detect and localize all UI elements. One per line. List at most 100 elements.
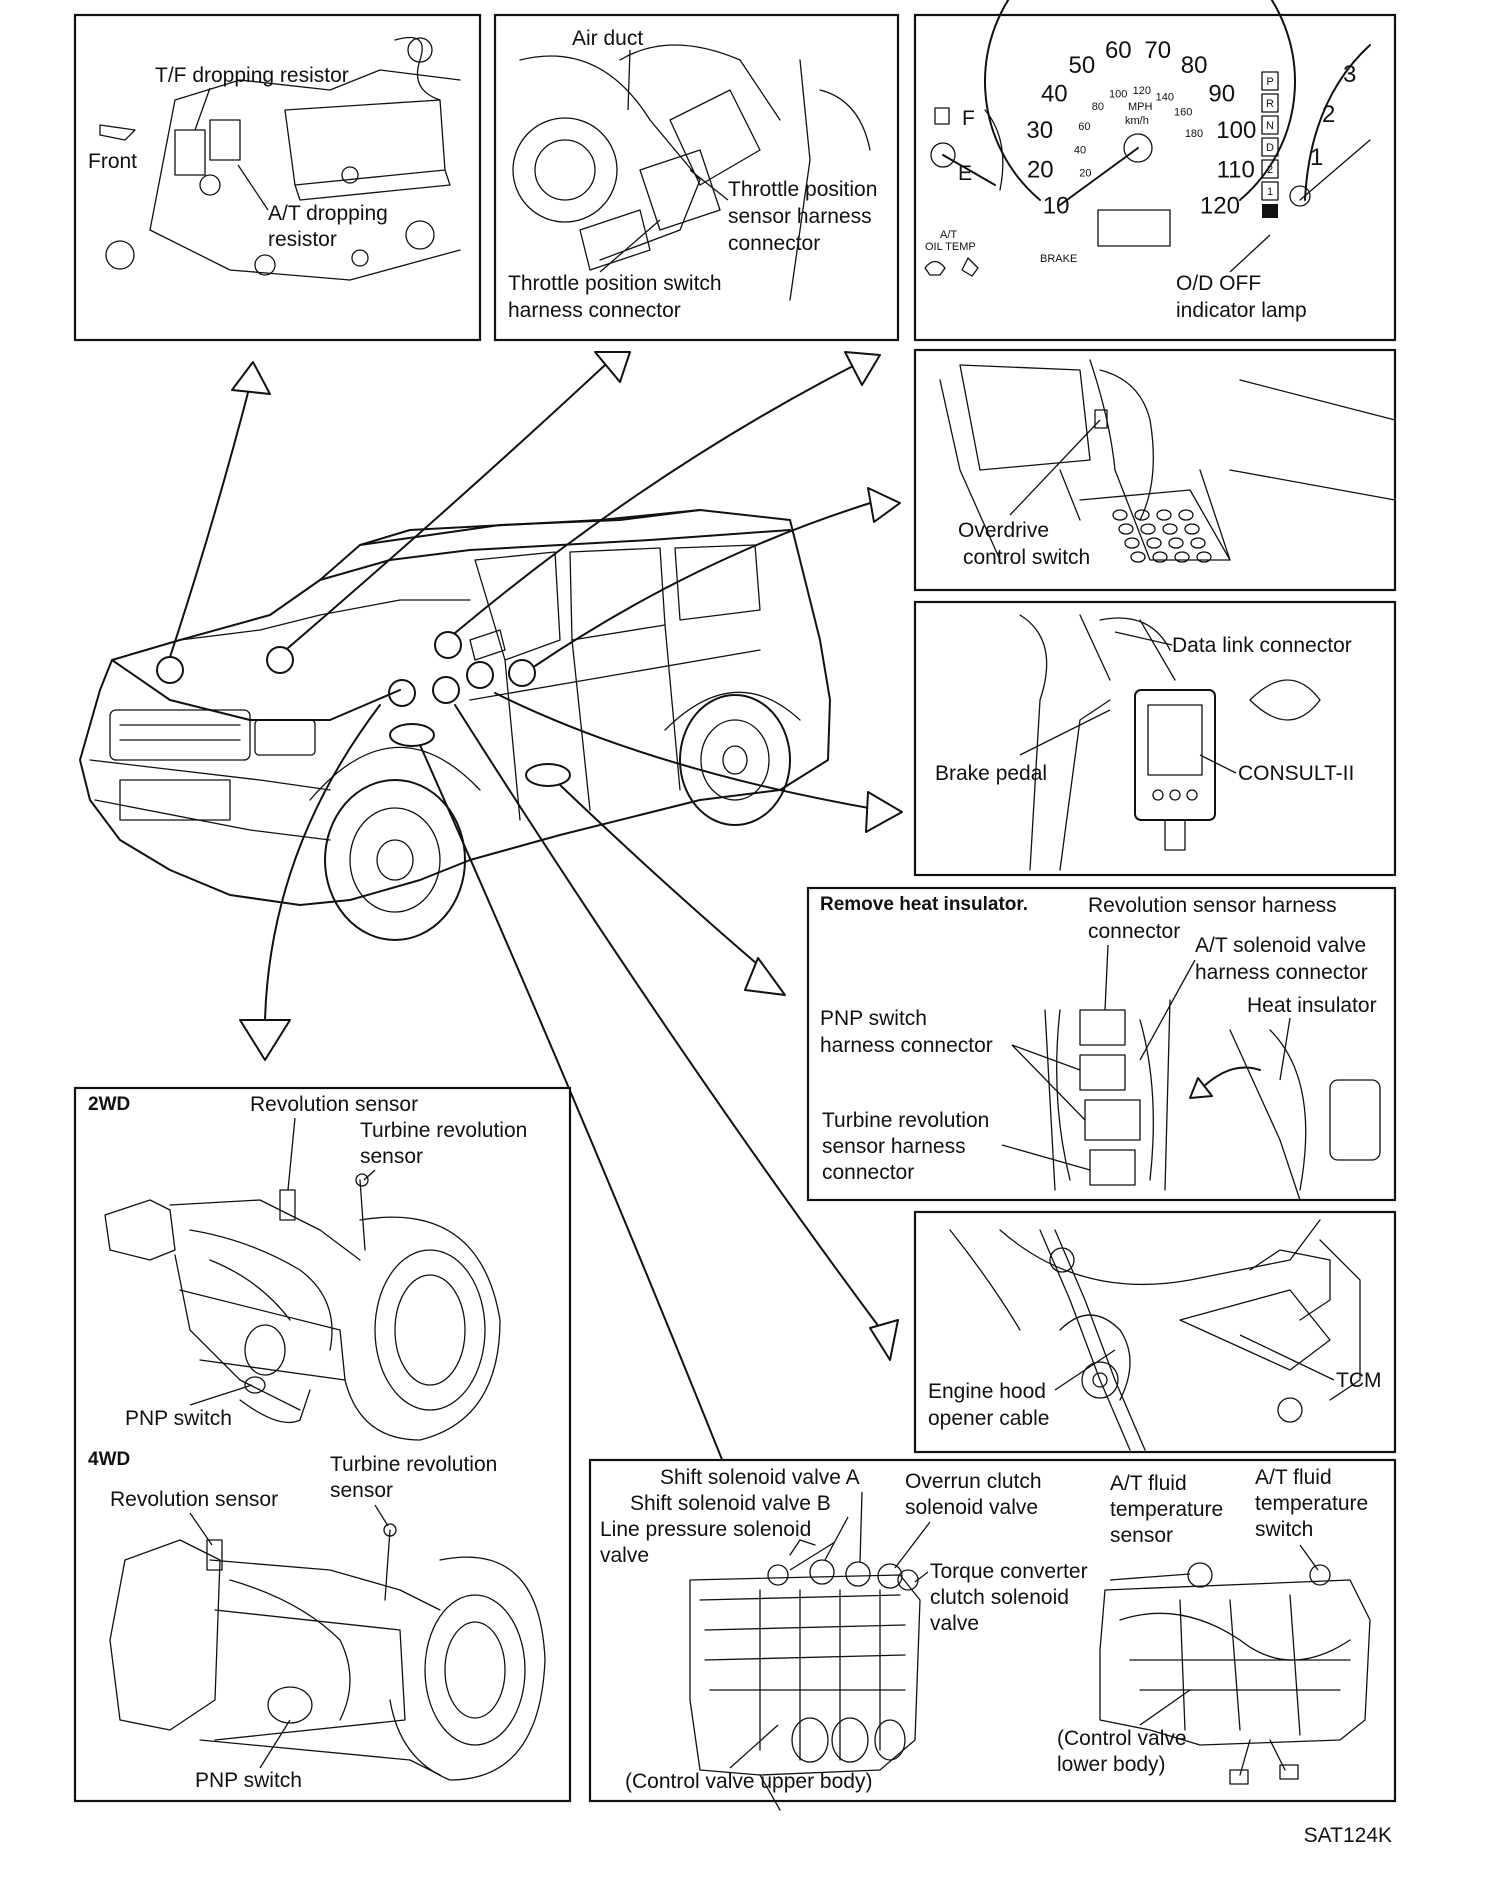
shift-gate-hole [1190, 537, 1206, 549]
label-4wd-turbine-1: Turbine revolution [330, 1453, 497, 1476]
label-fuel-e: E [958, 162, 972, 185]
label-at-dropping-resistor: resistor [268, 228, 337, 251]
panel-throttle-position: Air duct Throttle position sensor harnes… [493, 13, 900, 342]
figure-code: SAT124K [1304, 1824, 1392, 1847]
label-tps-sensor-1: Throttle position [728, 178, 877, 201]
label-2wd-rev-sensor: Revolution sensor [250, 1093, 418, 1116]
shift-gate-hole [1196, 551, 1212, 563]
shift-gate-hole [1152, 551, 1168, 563]
shift-gate-hole [1146, 537, 1162, 549]
shift-gate-hole [1174, 551, 1190, 563]
label-fluid-temp-switch-3: switch [1255, 1518, 1313, 1541]
speed-tick-10: 10 [1043, 192, 1070, 219]
gear-box-N [1261, 115, 1279, 135]
gear-label-1: 1 [1267, 186, 1273, 198]
shift-gate-hole [1124, 537, 1140, 549]
shift-gate-hole [1118, 523, 1134, 535]
label-front: Front [88, 150, 137, 173]
shift-gate-hole [1140, 523, 1156, 535]
speed-tick-90: 90 [1208, 80, 1235, 107]
shift-gate-hole [1178, 509, 1194, 521]
gear-label-P: P [1266, 76, 1273, 88]
gear-box-R [1261, 93, 1279, 113]
label-control-switch: control switch [963, 546, 1090, 569]
label-overdrive: Overdrive [958, 519, 1049, 542]
label-oil-temp: OIL TEMP [925, 241, 976, 253]
speed-tick-100: 100 [1216, 117, 1256, 144]
gear-label-D: D [1266, 142, 1274, 154]
shift-gate-hole [1130, 551, 1146, 563]
kmh-tick-180: 180 [1185, 128, 1203, 140]
gear-box-D [1261, 137, 1279, 157]
gear-box-P [1261, 71, 1279, 91]
label-fluid-temp-sensor-1: A/T fluid [1110, 1472, 1187, 1495]
label-fluid-temp-switch-1: A/T fluid [1255, 1466, 1332, 1489]
label-cv-lower-2: lower body) [1057, 1753, 1166, 1776]
heading-4wd: 4WD [88, 1449, 130, 1470]
shift-gate-hole [1168, 537, 1184, 549]
label-fluid-temp-switch-2: temperature [1255, 1492, 1368, 1515]
label-fluid-temp-sensor-3: sensor [1110, 1524, 1173, 1547]
label-overrun-1: Overrun clutch [905, 1470, 1042, 1493]
tach-tick-1: 1 [1310, 144, 1323, 171]
label-2wd-turbine-2: sensor [360, 1145, 423, 1168]
shift-gate-holes [1112, 509, 1212, 563]
label-heat-insulator: Heat insulator [1247, 994, 1377, 1017]
gear-label-2: 2 [1267, 164, 1273, 176]
shift-gate-hole [1162, 523, 1178, 535]
label-fluid-temp-sensor-2: temperature [1110, 1498, 1223, 1521]
panel-control-valve: Shift solenoid valve A Shift solenoid va… [588, 1458, 1397, 1811]
label-4wd-rev-sensor: Revolution sensor [110, 1488, 278, 1511]
label-fuel-f: F [962, 107, 975, 130]
label-data-link-connector: Data link connector [1172, 634, 1352, 657]
od-off-lamp [1262, 204, 1278, 218]
label-torque-conv-1: Torque converter [930, 1560, 1088, 1583]
speed-tick-40: 40 [1041, 80, 1068, 107]
gear-box-2 [1261, 159, 1279, 179]
panel-dropping-resistors: T/F dropping resistor Front A/T dropping… [73, 13, 482, 342]
label-at-dropping: A/T dropping [268, 202, 388, 225]
label-4wd-turbine-2: sensor [330, 1479, 393, 1502]
label-torque-conv-2: clutch solenoid [930, 1586, 1069, 1609]
label-turbine-connector: connector [822, 1161, 914, 1184]
heading-2wd: 2WD [88, 1094, 130, 1115]
kmh-tick-160: 160 [1174, 107, 1192, 119]
speed-tick-120: 120 [1200, 192, 1240, 219]
label-tcm: TCM [1336, 1369, 1382, 1392]
gear-box-1 [1261, 181, 1279, 201]
kmh-tick-100: 100 [1109, 89, 1127, 101]
kmh-tick-20: 20 [1079, 168, 1091, 180]
panel-transmissions: 2WD Revolution sensor Turbine revolution… [73, 1086, 572, 1803]
label-at: A/T [940, 229, 957, 241]
label-air-duct: Air duct [572, 27, 643, 50]
speed-tick-70: 70 [1144, 37, 1171, 64]
label-cv-lower-1: (Control valve [1057, 1727, 1187, 1750]
label-torque-conv-3: valve [930, 1612, 979, 1635]
panel-revolution-connectors: Remove heat insulator. Revolution sensor… [806, 886, 1397, 1202]
label-consult-ii: CONSULT-II [1238, 762, 1354, 785]
heading-remove-heat-insulator: Remove heat insulator. [820, 894, 1028, 915]
label-4wd-pnp: PNP switch [195, 1769, 302, 1792]
label-tps-switch-1: Throttle position switch [508, 272, 722, 295]
label-shift-solenoid-a: Shift solenoid valve A [660, 1466, 860, 1489]
label-cv-upper-body: (Control valve upper body) [625, 1770, 872, 1793]
label-at-solenoid-harness: harness connector [1195, 961, 1368, 984]
panel-tcm: Engine hood opener cable TCM [913, 1210, 1397, 1454]
speed-tick-30: 30 [1026, 117, 1053, 144]
label-tf-dropping-resistor: T/F dropping resistor [155, 64, 349, 87]
label-brake: BRAKE [1040, 253, 1077, 265]
label-line-pressure-2: valve [600, 1544, 649, 1567]
speed-tick-110: 110 [1217, 156, 1255, 183]
label-rev-sensor-harness: Revolution sensor harness [1088, 894, 1337, 917]
kmh-tick-60: 60 [1078, 121, 1090, 133]
label-rev-sensor-connector: connector [1088, 920, 1180, 943]
speed-tick-20: 20 [1027, 156, 1054, 183]
label-shift-solenoid-b: Shift solenoid valve B [630, 1492, 831, 1515]
label-od-off: O/D OFF [1176, 272, 1261, 295]
label-tps-sensor-2: sensor harness [728, 205, 872, 228]
label-2wd-pnp: PNP switch [125, 1407, 232, 1430]
panel-overdrive-switch: Overdrive control switch [913, 348, 1397, 592]
